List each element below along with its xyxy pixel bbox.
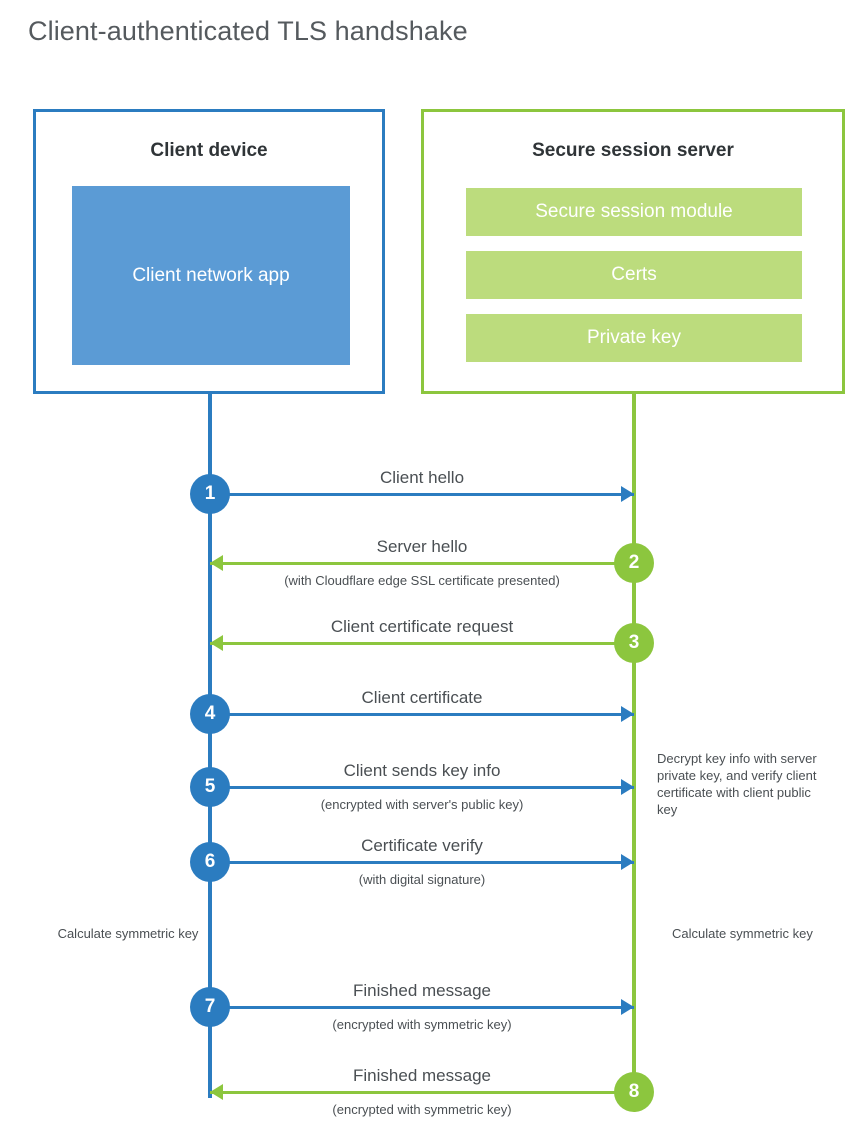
client-lifeline — [208, 394, 212, 1098]
client-network-app-block: Client network app — [72, 186, 350, 365]
note-server-calculate-symmetric-key: Calculate symmetric key — [672, 926, 813, 941]
arrowhead-2 — [210, 555, 223, 571]
message-sublabel-7: (encrypted with symmetric key) — [332, 1017, 512, 1032]
arrowhead-4 — [621, 706, 634, 722]
message-line-2 — [210, 562, 634, 565]
arrowhead-6 — [621, 854, 634, 870]
message-label-7: Finished message — [353, 981, 491, 1000]
message-label-1: Client hello — [379, 468, 465, 487]
client-device-title: Client device — [150, 140, 268, 161]
step-circle-8[interactable]: 8 — [614, 1072, 654, 1112]
client-device-box: Client device Client network app — [33, 109, 385, 394]
arrowhead-8 — [210, 1084, 223, 1100]
step-circle-2[interactable]: 2 — [614, 543, 654, 583]
message-sublabel-8: (encrypted with symmetric key) — [332, 1102, 512, 1117]
message-label-8: Finished message — [353, 1066, 491, 1085]
step-circle-3[interactable]: 3 — [614, 623, 654, 663]
step-circle-6[interactable]: 6 — [190, 842, 230, 882]
message-label-2: Server hello — [376, 537, 468, 556]
message-label-4: Client certificate — [361, 688, 483, 707]
server-block-private-key: Private key — [466, 314, 802, 362]
step-circle-4[interactable]: 4 — [190, 694, 230, 734]
message-sublabel-6: (with digital signature) — [358, 872, 486, 887]
message-sublabel-5: (encrypted with server's public key) — [320, 797, 524, 812]
message-line-8 — [210, 1091, 634, 1094]
note-client-calculate-symmetric-key: Calculate symmetric key — [57, 926, 199, 941]
message-line-7 — [210, 1006, 634, 1009]
secure-session-server-box: Secure session server Secure session mod… — [421, 109, 845, 394]
note-server-decrypt: Decrypt key info with server private key… — [657, 751, 817, 817]
arrowhead-1 — [621, 486, 634, 502]
message-label-6: Certificate verify — [361, 836, 483, 855]
server-block-certs: Certs — [466, 251, 802, 299]
arrowhead-3 — [210, 635, 223, 651]
message-line-1 — [210, 493, 634, 496]
arrowhead-7 — [621, 999, 634, 1015]
step-circle-5[interactable]: 5 — [190, 767, 230, 807]
server-block-secure-session-module: Secure session module — [466, 188, 802, 236]
step-circle-1[interactable]: 1 — [190, 474, 230, 514]
secure-session-server-title: Secure session server — [532, 140, 734, 161]
message-sublabel-2: (with Cloudflare edge SSL certificate pr… — [284, 573, 560, 588]
server-lifeline — [632, 394, 636, 1092]
message-label-5: Client sends key info — [343, 761, 501, 780]
message-line-6 — [210, 861, 634, 864]
message-label-3: Client certificate request — [330, 617, 514, 636]
message-line-3 — [210, 642, 634, 645]
step-circle-7[interactable]: 7 — [190, 987, 230, 1027]
arrowhead-5 — [621, 779, 634, 795]
page-title: Client-authenticated TLS handshake — [28, 16, 468, 46]
message-line-5 — [210, 786, 634, 789]
message-line-4 — [210, 713, 634, 716]
